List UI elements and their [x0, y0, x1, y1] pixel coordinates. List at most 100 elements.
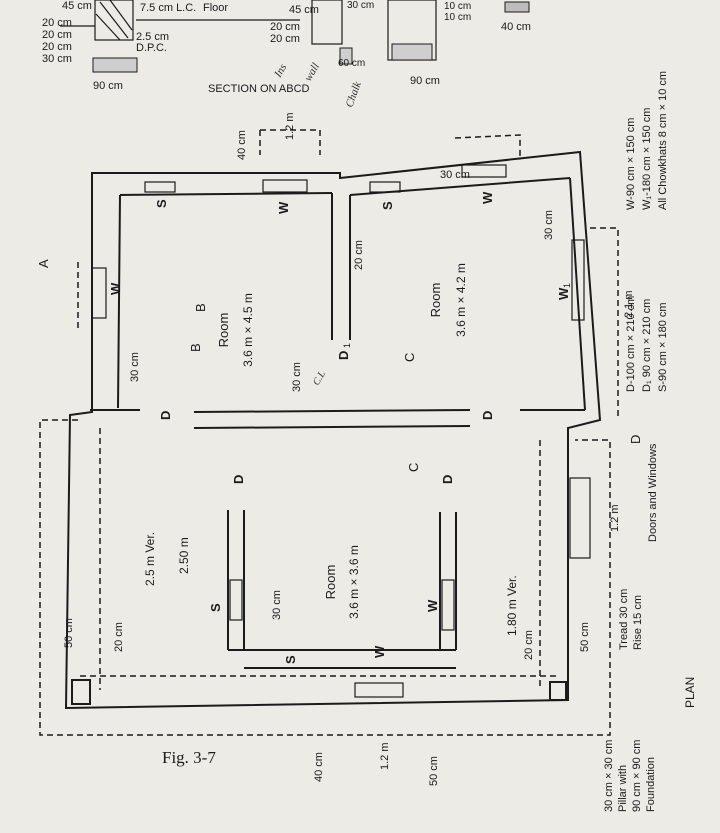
section-label: Floor	[203, 2, 228, 14]
dimension-label: 2.50 m	[177, 537, 191, 574]
schedule-line: All Chowkhats 8 cm × 10 cm	[657, 71, 669, 210]
pillar-note: Pillar with	[617, 765, 629, 812]
foundation-outline	[39, 262, 611, 736]
handwritten-note: Ins	[272, 62, 290, 81]
shelf-frame	[369, 181, 401, 193]
section-wall-left	[94, 0, 134, 41]
section-label: 20 cm	[42, 29, 72, 41]
foundation-outline	[259, 129, 321, 155]
dimension-label: 40 cm	[313, 752, 325, 782]
dimension-label: 20 cm	[353, 240, 365, 270]
dimension-label: 1.2 m	[379, 742, 391, 770]
shelf-frame	[144, 181, 176, 193]
pillar-note: 90 cm × 90 cm	[631, 740, 643, 812]
window-mark: W	[108, 282, 123, 295]
dimension-label: 1.2 m	[284, 112, 296, 140]
dimension-label: 20 cm	[113, 622, 125, 652]
door-mark: D	[480, 411, 495, 420]
room-size: 3.6 m × 4.5 m	[241, 293, 255, 367]
dimension-label: 2.1 m	[623, 290, 635, 318]
section-label: 90 cm	[93, 80, 123, 92]
section-footing-mid	[339, 47, 353, 65]
window-frame	[571, 239, 585, 321]
window-frame	[354, 682, 404, 698]
dimension-label: 40 cm	[236, 130, 248, 160]
foundation-lines	[39, 129, 619, 736]
figure-number: Fig. 3-7	[162, 748, 216, 767]
north-mark: D	[628, 435, 643, 444]
section-label: 45 cm	[62, 0, 92, 12]
plan-label: PLAN	[683, 677, 697, 708]
section-label: 20 cm	[270, 33, 300, 45]
section-label: 30 cm	[42, 53, 72, 65]
door-mark-sub: 1	[342, 343, 352, 348]
section-mark: C	[406, 463, 421, 472]
section-label: 60 cm	[338, 58, 365, 69]
window-mark-sub: 1	[562, 283, 572, 288]
cross-wall	[193, 409, 471, 413]
pillar-note: Foundation	[645, 757, 657, 812]
section-mark: C	[402, 353, 417, 362]
section-footing-right	[391, 43, 433, 61]
foundation-inner	[80, 428, 560, 690]
handwritten-note: C.L	[311, 369, 328, 388]
schedule-line: D₁ 90 cm × 210 cm	[641, 299, 653, 392]
dimension-label: 30 cm	[291, 362, 303, 392]
section-label: 7.5 cm L.C.	[140, 2, 196, 14]
dimension-label: 50 cm	[63, 618, 75, 648]
section-title: SECTION ON ABCD	[208, 83, 310, 95]
section-label: 30 cm	[347, 0, 374, 11]
window-frame	[441, 579, 455, 631]
room-size: 3.6 m × 3.6 m	[347, 545, 361, 619]
room-label: Room	[216, 313, 231, 348]
section-footing-left	[92, 57, 138, 73]
shelf-mark: S	[154, 199, 169, 208]
dimension-label: 20 cm	[523, 630, 535, 660]
section-drawing: 45 cm 7.5 cm L.C. Floor 45 cm 20 cm 20 c…	[42, 0, 531, 109]
dimension-label: 30 cm	[440, 169, 470, 181]
section-mark: B	[188, 343, 203, 352]
window-mark: W	[276, 201, 291, 214]
handwritten-note: wall	[302, 61, 322, 83]
room-label: Room	[323, 565, 338, 600]
section-label: D.P.C.	[136, 42, 167, 54]
section-hatch	[95, 0, 133, 41]
window-mark: W	[556, 287, 571, 300]
schedule-line: S-90 cm × 180 cm	[657, 302, 669, 392]
section-label: 40 cm	[501, 21, 531, 33]
dimension-label: 50 cm	[428, 756, 440, 786]
section-label: 2.5 cm	[136, 31, 169, 43]
steps-label: Tread 30 cm	[618, 589, 630, 650]
schedule-line: W-90 cm × 150 cm	[625, 118, 637, 210]
section-label: 10 cm	[444, 1, 471, 12]
section-label: 20 cm	[42, 17, 72, 29]
handwritten-note: Chalk	[344, 79, 365, 109]
shelf-mark: S	[380, 201, 395, 210]
door-mark: D	[158, 411, 173, 420]
section-step	[504, 1, 530, 13]
dimension-label: 1.80 m Ver.	[505, 575, 519, 636]
steps-label: Rise 15 cm	[632, 595, 644, 650]
shelf-frame	[229, 579, 243, 621]
cross-wall	[193, 425, 471, 429]
window-frame	[262, 179, 308, 193]
room-size: 3.6 m × 4.2 m	[454, 263, 468, 337]
dimension-label: 1.2 m	[609, 504, 621, 532]
schedule-line: D-100 cm × 210 cm	[625, 296, 637, 392]
doors-windows-label: Doors and Windows	[647, 443, 659, 542]
door-mark: D	[231, 475, 246, 484]
section-label: 20 cm	[42, 41, 72, 53]
steps	[569, 477, 591, 559]
shelf-mark: S	[208, 603, 223, 612]
outer-wall-outline	[64, 150, 602, 710]
shelf-mark: S	[283, 655, 298, 664]
section-wall-mid	[311, 0, 343, 45]
dimension-label: 2.5 m Ver.	[143, 532, 157, 586]
window-mark: W	[480, 191, 495, 204]
openings	[91, 164, 585, 698]
section-label: 90 cm	[410, 75, 440, 87]
room-label: Room	[428, 283, 443, 318]
dimension-label: 30 cm	[129, 352, 141, 382]
section-mark: A	[36, 259, 51, 268]
